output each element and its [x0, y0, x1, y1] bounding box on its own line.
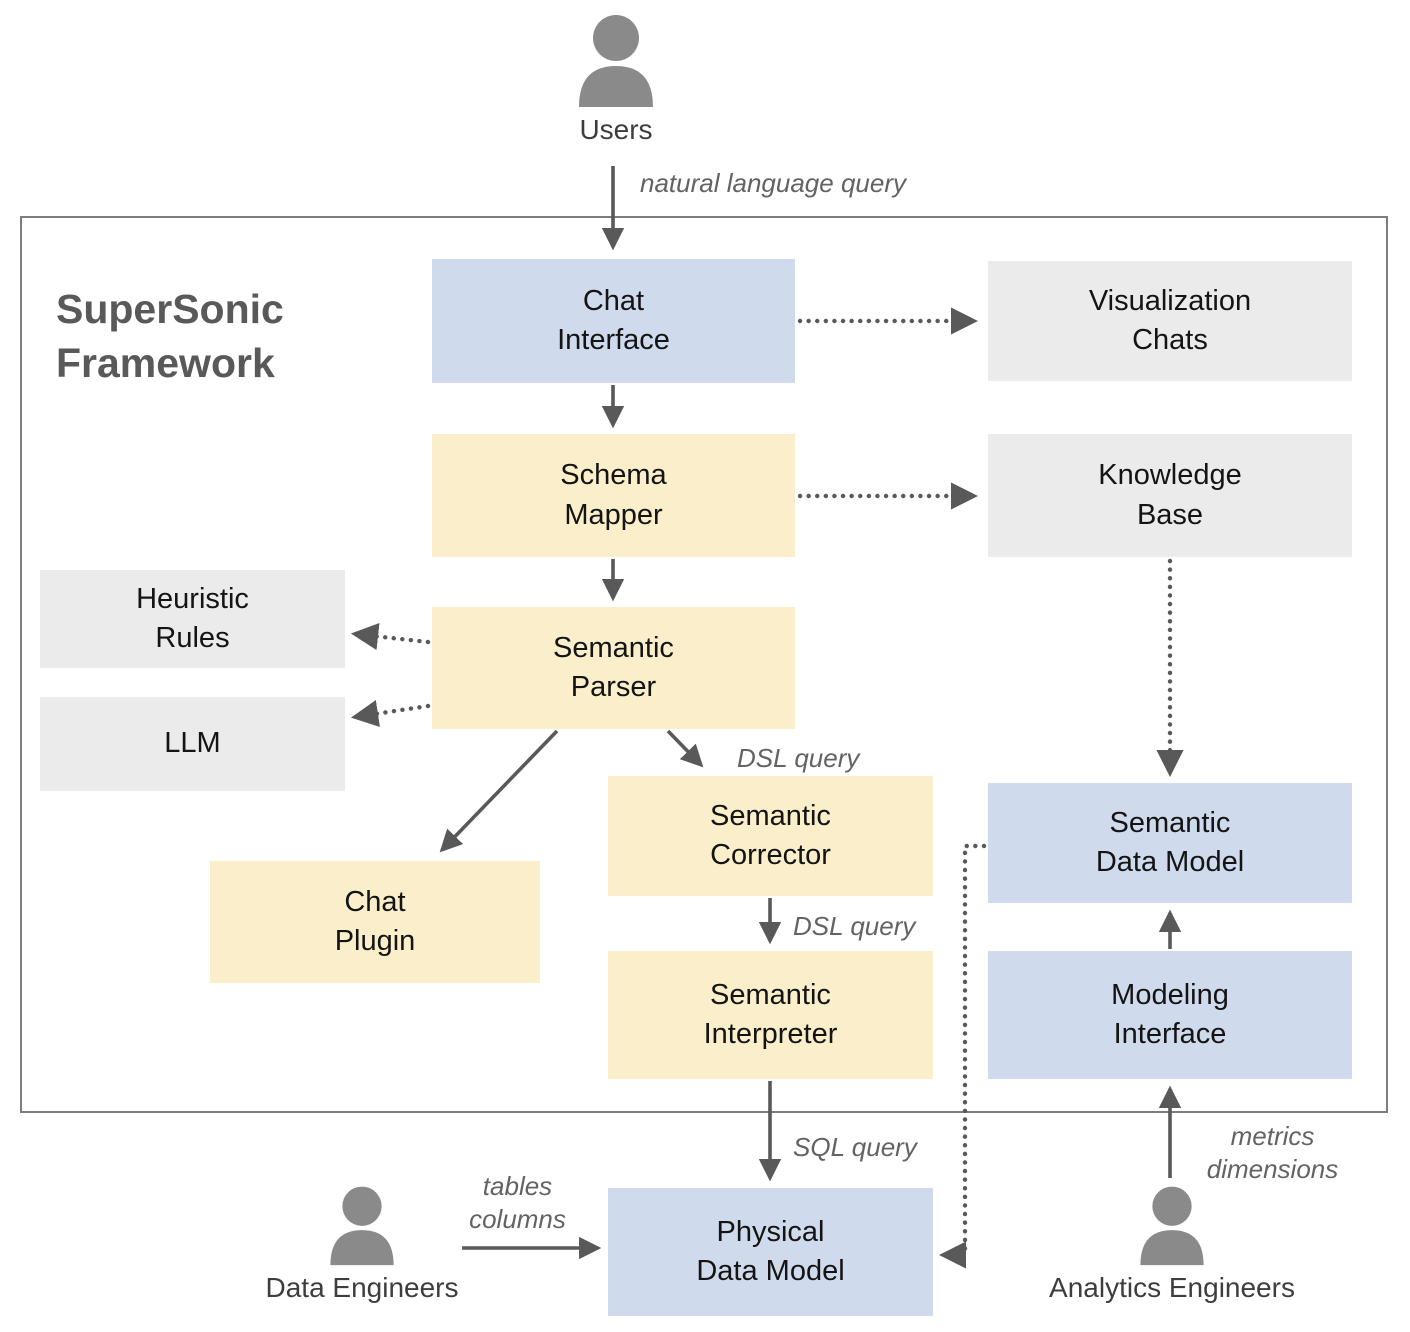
node-semantic-corrector: Semantic Corrector — [608, 776, 933, 896]
users-label: Users — [579, 114, 653, 145]
edge-label-dsl-query-1: DSL query — [737, 743, 860, 773]
node-semantic-data-model: Semantic Data Model — [988, 783, 1352, 903]
node-knowledge-base: Knowledge Base — [988, 434, 1352, 557]
node-visualization-chats: Visualization Chats — [988, 261, 1352, 381]
data-engineers-label: Data Engineers — [265, 1272, 459, 1303]
actor-analytics-engineers: Analytics Engineers — [1049, 1184, 1295, 1304]
node-semantic-parser: Semantic Parser — [432, 607, 795, 729]
diagram-title: SuperSonic Framework — [56, 286, 284, 387]
edge-label-metrics-dimensions: metrics dimensions — [1206, 1121, 1339, 1184]
edge-label-sql-query: SQL query — [793, 1132, 917, 1162]
node-llm: LLM — [40, 697, 345, 791]
analytics-engineer-icon — [1129, 1184, 1215, 1266]
edge-label-tables-columns: tables columns — [469, 1171, 566, 1234]
actor-users: Users — [560, 12, 672, 146]
node-physical-data-model: Physical Data Model — [608, 1188, 933, 1316]
node-semantic-interpreter: Semantic Interpreter — [608, 951, 933, 1079]
user-icon — [566, 12, 666, 108]
edge-label-dsl-query-2: DSL query — [793, 911, 916, 941]
data-engineer-icon — [319, 1184, 405, 1266]
node-modeling-interface: Modeling Interface — [988, 951, 1352, 1079]
node-chat-interface: Chat Interface — [432, 259, 795, 383]
analytics-engineers-label: Analytics Engineers — [1049, 1272, 1295, 1303]
node-chat-plugin: Chat Plugin — [210, 861, 540, 983]
edge-label-natural-language-query: natural language query — [640, 168, 906, 198]
actor-data-engineers: Data Engineers — [266, 1184, 459, 1304]
node-heuristic-rules: Heuristic Rules — [40, 570, 345, 668]
node-schema-mapper: Schema Mapper — [432, 434, 795, 557]
